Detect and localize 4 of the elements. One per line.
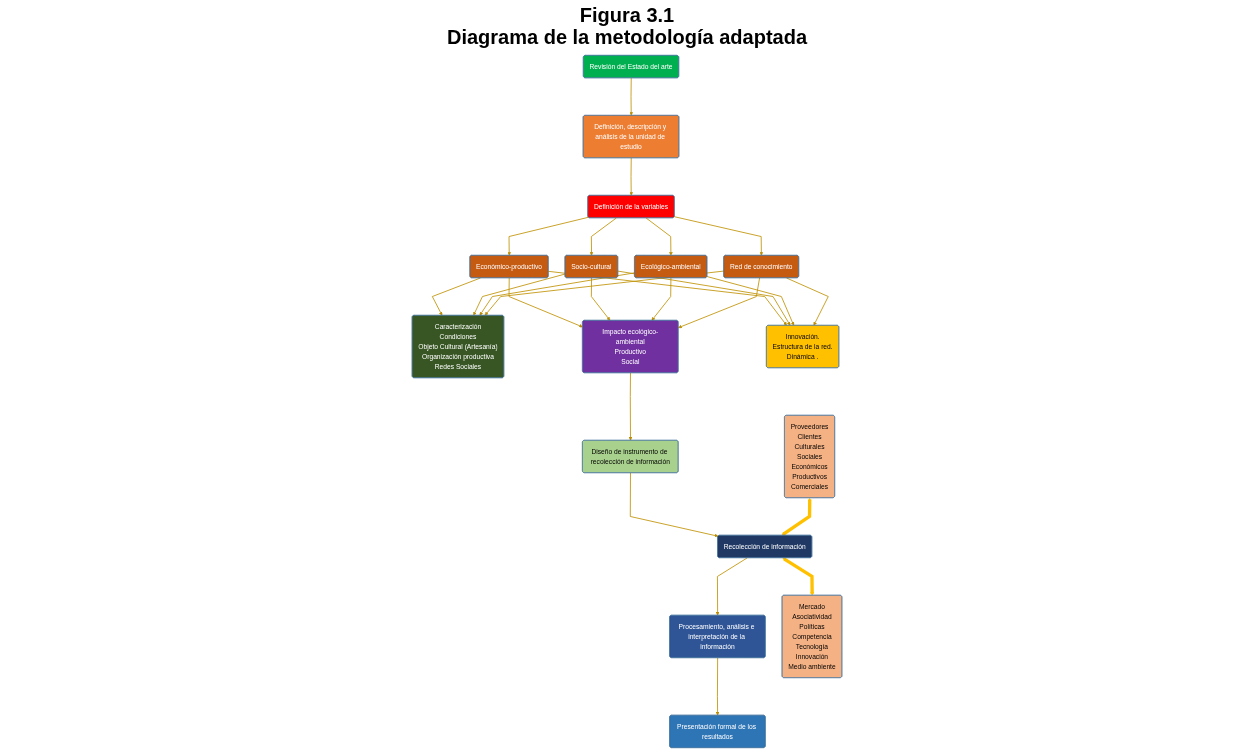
figure-caption: Diagrama de la metodología adaptada <box>446 26 808 48</box>
arrow <box>781 497 812 536</box>
arrow <box>782 557 814 596</box>
figure-title: Figura 3.1 <box>579 4 675 26</box>
